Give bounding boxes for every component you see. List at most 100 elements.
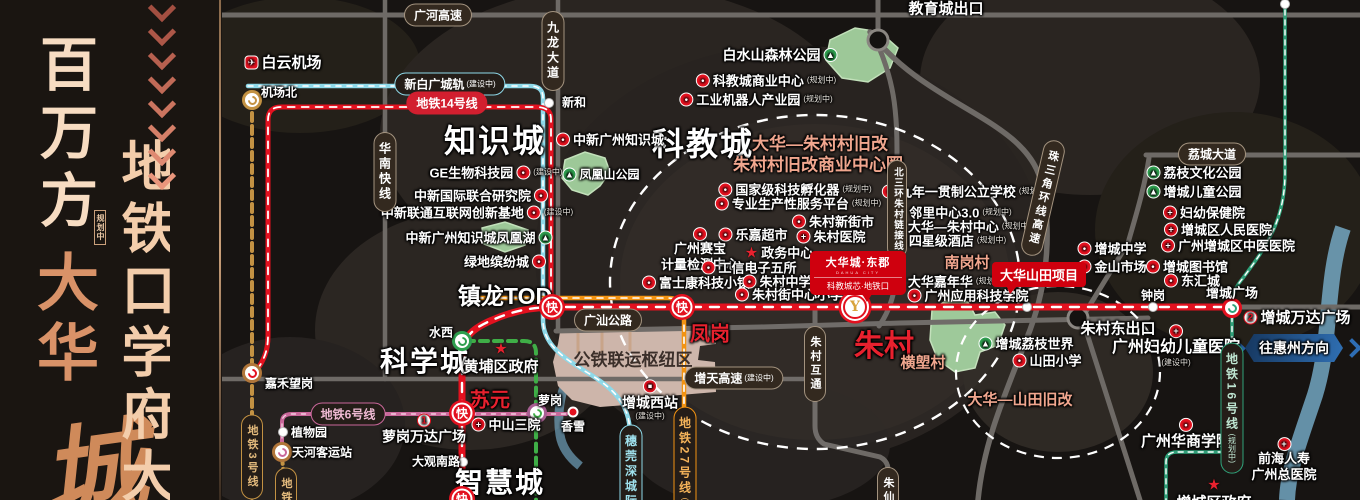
dahua-logo-icon: Y [850, 299, 860, 315]
poi-icon: • [718, 182, 733, 196]
poi-kejiao-mall: •科教城商业中心(规划中) [695, 71, 836, 90]
poi-icon: • [742, 274, 757, 288]
station-daguannanlu [458, 457, 468, 467]
station-xiangxue-label: 香雪 [560, 419, 586, 434]
poi-label: 山田小学 [1029, 353, 1082, 369]
poi-saibao-center: •广州赛宝计量检测中心 [661, 227, 739, 273]
poi-label: 工业机器人产业园 [696, 92, 801, 108]
station-zhiwuyuan-label: 植物园 [290, 425, 328, 440]
station-daguannanlu-label: 大观南路 [411, 454, 461, 469]
poi-sub: (规划中) [842, 184, 872, 194]
poi-icon: • [692, 227, 707, 242]
poi-qianhai-hospital: +前海人寿广州总医院 [1251, 437, 1317, 483]
shantian-redev-circle [954, 284, 1162, 460]
train-icon: ■ [643, 379, 657, 394]
poi-zengcheng-gov: ★增城区政府 [1176, 476, 1251, 500]
hospital-icon: + [1276, 437, 1291, 452]
poi-label: 萝岗万达广场 [382, 428, 466, 445]
poi-label: 前海人寿 [1257, 451, 1311, 467]
road-pill-zxdd: 朱仙大道 [877, 467, 899, 500]
poi-label: 朱村中学 [759, 274, 812, 290]
poi-huangpu-gov: ★黄埔区政府 [463, 340, 538, 376]
poi-baiyun-airport: ✈白云机场 [244, 52, 322, 73]
poi-icon: • [734, 287, 749, 301]
park-icon: ▲ [538, 230, 553, 244]
poi-icon: • [526, 205, 541, 219]
poi-icon: • [718, 227, 733, 241]
road-pill-licheng: 荔城大道 [1177, 142, 1247, 166]
poi-sub: (建设中) [1161, 358, 1191, 368]
panel-divider [219, 0, 221, 500]
hub-polygon [553, 327, 716, 407]
poi-label: 富士康科技小镇 [658, 275, 751, 291]
headline-baiwanfang: 百万方 [31, 34, 96, 238]
poi-label: 白水山森林公园 [722, 47, 821, 63]
poi-sub: (规划中) [975, 276, 1006, 286]
poi-maternity-hospital: +妇幼保健院 [1162, 203, 1245, 222]
poi-label: 增城区政府 [1176, 495, 1251, 500]
station-zhonggang-label: 钟岗 [1140, 288, 1166, 303]
star-icon: ★ [744, 244, 759, 261]
hub-label: 公铁联运枢纽区 [573, 350, 693, 370]
poi-label: 专业生产性服务平台 [731, 196, 849, 212]
station-zhonggang [1148, 302, 1158, 312]
dahua-city-station: Y [843, 295, 867, 319]
poi-huashang-college: •广州华商学院 [1141, 417, 1231, 450]
station-jichangbei [242, 90, 262, 110]
poi-sub: (规划中) [1001, 221, 1032, 231]
line-pill-label: 地铁27号线 [677, 416, 692, 497]
badge-pointer [862, 294, 872, 302]
area-kexuecheng: 科学城 [379, 346, 471, 377]
poi-icon: • [791, 214, 806, 228]
poi-label: 邻里中心3.0 [909, 205, 980, 221]
area-zhenlong-tod: 镇龙TOD [457, 283, 553, 309]
poi-sub: (建设中) [543, 207, 574, 217]
poi-icon: • [534, 188, 549, 202]
hospital-icon: + [796, 229, 811, 243]
poi-label: 朱村东出口 [1080, 320, 1156, 338]
station-zengchengguangchang [1222, 298, 1242, 318]
poi-label: 增城中学 [1094, 241, 1147, 257]
poi-fenghuangshan-park: ▲凤凰山公园 [562, 166, 640, 183]
hospital-icon: + [1163, 222, 1178, 236]
poi-label: 增城西站 [622, 394, 678, 411]
poi-label: 朱村医院 [813, 229, 866, 245]
poi-donghui-mall: •东汇城 [1163, 271, 1221, 290]
plane-icon: ✈ [244, 55, 259, 69]
project-label: 大华山田项目 [1000, 268, 1079, 283]
poi-unicom-base: 中新联通互联网创新基地•(建设中) [381, 203, 573, 222]
poi-children-park: ▲增城儿童公园 [1146, 182, 1242, 201]
line-pill-sub: (规划中) [1227, 434, 1237, 464]
road-pill-jiulong: 九龙大道 [541, 11, 565, 91]
dahua-dongjun-badge: 大华城·东郡 DAHUA CITY 科教城芯·地铁口 [810, 251, 906, 302]
poi-label: 广州应用科技学院 [924, 288, 1029, 304]
poi-label: 科教城商业中心 [712, 73, 804, 89]
poi-label: 荔枝文化公园 [1163, 165, 1242, 181]
poi-shantian-primary: •山田小学 [1012, 351, 1082, 370]
line-pill-label: 新白广城轨 [404, 77, 465, 92]
poi-four-star-hotel: •四星级酒店(规划中) [891, 231, 1007, 250]
park-icon: ▲ [978, 336, 993, 350]
poi-sub: (规划中) [976, 235, 1007, 245]
poi-label: 增城儿童公园 [1163, 184, 1242, 200]
poi-fenghuang-lake: 中新广州知识城凤凰湖▲ [405, 228, 553, 247]
poi-sino-intl-institute: 中新国际联合研究院• [414, 186, 549, 205]
poi-icon: • [516, 165, 531, 179]
poi-label: 东汇城 [1180, 273, 1221, 289]
road-pill-guanghe: 广河高速 [403, 3, 473, 27]
poi-icon: • [714, 196, 729, 210]
area-henglangcun: 横塱村 [900, 354, 946, 372]
area-zhucun: 朱村 [854, 330, 914, 363]
to-huizhou-banner: 往惠州方向 [1214, 334, 1360, 362]
hospital-icon: + [1162, 205, 1177, 219]
poi-sino-knowledge-city: •中新广州知识城 [555, 130, 664, 149]
wanda-2-icon: 2 [1243, 310, 1258, 324]
badge-tagline: 科教城芯·地铁口 [814, 277, 902, 292]
road-junction [866, 28, 890, 52]
poi-foxconn-town: •富士康科技小镇 [641, 273, 751, 292]
poi-sub: (规划中) [803, 94, 833, 104]
poi-icon: • [1163, 273, 1178, 287]
poi-icon: • [1012, 353, 1027, 367]
hospital-icon: + [1168, 324, 1183, 339]
line16-terminus-dot [1280, 0, 1290, 9]
